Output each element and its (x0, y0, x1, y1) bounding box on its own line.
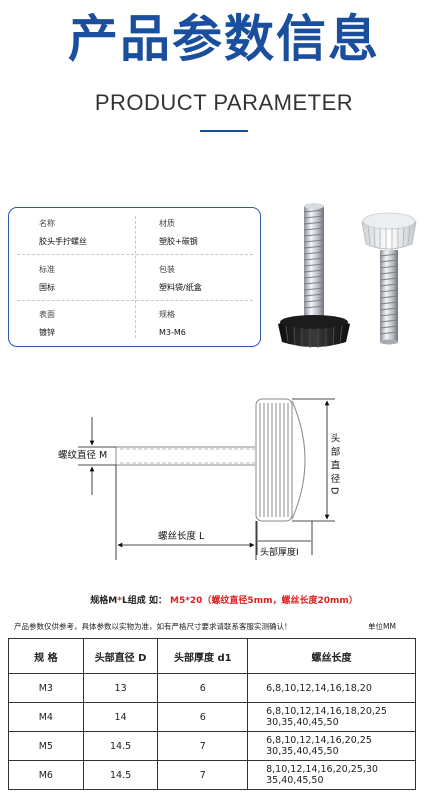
screw-head (255, 398, 306, 522)
spec-material: 材质 塑胶+碳钢 (159, 218, 198, 248)
spec-value: 塑胶+碳钢 (159, 237, 198, 246)
spec-surface: 表面 镀锌 (39, 309, 55, 339)
header-head-diameter: 头部直径 D (82, 638, 159, 674)
formula-example: M5*20（螺纹直径5mm，螺丝长度20mm） (169, 596, 358, 606)
white-knob-screw (361, 212, 417, 345)
spec-key: 材质 (159, 219, 175, 228)
cell-head-thickness: 7 (157, 760, 249, 790)
length-line: 30,35,40,45,50 (266, 717, 339, 728)
spec-standard: 标准 国标 (39, 264, 55, 294)
formula-m: M (108, 596, 118, 606)
title-underline (200, 130, 248, 132)
length-line: 6,8,10,12,14,16,18,20 (266, 682, 372, 694)
dimension-diagram: 螺纹直径 M 螺丝长度 L 头部厚度I 头部直径D (58, 398, 341, 560)
header-head-thickness: 头部厚度 d1 (157, 638, 249, 674)
spec-name: 名称 胶头手拧螺丝 (39, 218, 87, 248)
spec-value: 塑料袋/纸盒 (159, 283, 202, 292)
cell-spec: M5 (8, 731, 84, 761)
black-knob-screw (278, 203, 350, 348)
disclaimer-text: 产品参数仅供参考，具体参数以实物为准，如有严格尺寸要求请联系客服实测确认！ (14, 622, 292, 631)
head-thickness-label: 头部厚度I (260, 546, 299, 558)
spec-key: 规格 (159, 310, 175, 319)
cell-head-thickness: 7 (157, 731, 249, 761)
spec-info-box: 名称 胶头手拧螺丝 材质 塑胶+碳钢 标准 国标 包装 塑料袋/纸盒 表面 镀锌… (8, 207, 261, 347)
cell-head-diameter: 13 (82, 673, 159, 703)
cell-spec: M6 (8, 760, 84, 790)
formula-star: * (117, 596, 122, 606)
cell-screw-length: 6,8,10,12,14,16,18,20 (247, 673, 416, 703)
spec-value: 胶头手拧螺丝 (39, 237, 87, 246)
thread-diameter-dimension (78, 417, 116, 495)
spec-divider (17, 254, 253, 255)
spec-value: 国标 (39, 283, 55, 292)
spec-divider-vertical (135, 216, 136, 338)
spec-divider (17, 300, 253, 301)
page-title: 产品参数信息 (68, 10, 380, 68)
spec-key: 标准 (39, 265, 55, 274)
spec-key: 包装 (159, 265, 175, 274)
thread-length-label: 螺丝长度 L (158, 530, 205, 542)
spec-key: 名称 (39, 219, 55, 228)
spec-packaging: 包装 塑料袋/纸盒 (159, 264, 202, 294)
cell-head-diameter: 14.5 (82, 760, 159, 790)
head-diameter-label: 头部直径D (329, 432, 341, 498)
cell-head-thickness: 6 (157, 673, 249, 703)
head-thickness-dimension (256, 521, 313, 555)
screw-shaft (115, 446, 255, 466)
spec-value: M3-M6 (159, 328, 186, 337)
page-subtitle: PRODUCT PARAMETER (94, 90, 354, 115)
length-line: 6,8,10,12,14,16,20,25 (266, 735, 372, 746)
cell-head-diameter: 14 (82, 702, 159, 732)
formula-prefix: 规格 (90, 596, 109, 606)
length-line: 30,35,40,45,50 (266, 746, 339, 757)
table-header-row: 规 格 头部直径 D 头部厚度 d1 螺丝长度 (8, 638, 416, 674)
cell-head-diameter: 14.5 (82, 731, 159, 761)
product-photo (278, 203, 417, 348)
length-line: 6,8,10,12,14,16,18,20,25 (266, 706, 387, 717)
table-row: M3 13 6 6,8,10,12,14,16,18,20 (8, 673, 416, 703)
disclaimer-note: 产品参数仅供参考，具体参数以实物为准，如有严格尺寸要求请联系客服实测确认！ 单位… (14, 621, 434, 632)
formula-mid: 组成 如： (127, 596, 167, 606)
length-line: 35,40,45,50 (266, 775, 324, 786)
header-spec: 规 格 (8, 638, 84, 674)
cell-spec: M4 (8, 702, 84, 732)
thread-length-dimension (115, 465, 257, 560)
spec-key: 表面 (39, 310, 55, 319)
thread-diameter-label: 螺纹直径 M (58, 449, 107, 461)
spec-size: 规格 M3-M6 (159, 309, 186, 339)
head-diameter-dimension (292, 398, 335, 522)
spec-formula: 规格M*L组成 如： M5*20（螺纹直径5mm，螺丝长度20mm） (0, 593, 448, 606)
formula-l: L (121, 596, 128, 606)
length-line: 8,10,12,14,16,20,25,30 (266, 764, 378, 775)
parameter-table: 规 格 头部直径 D 头部厚度 d1 螺丝长度 M3 13 6 6,8,10,1… (8, 638, 416, 790)
cell-head-thickness: 6 (157, 702, 249, 732)
cell-spec: M3 (8, 673, 84, 703)
header-screw-length: 螺丝长度 (247, 638, 416, 674)
unit-label: 单位MM (368, 622, 396, 631)
spec-value: 镀锌 (39, 328, 55, 337)
